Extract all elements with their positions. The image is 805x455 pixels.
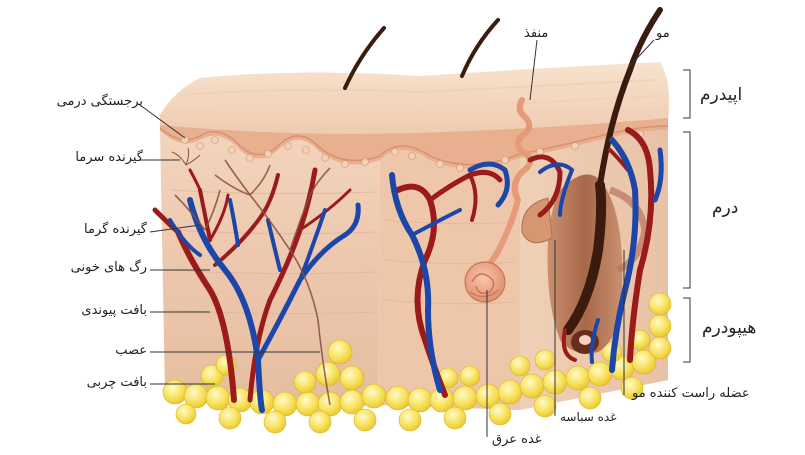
label-nerve: عصب bbox=[115, 343, 147, 359]
hair-shaft-middle bbox=[462, 20, 498, 76]
label-sebaceous-gland: غده سباسه bbox=[560, 410, 617, 424]
label-connective-tissue: بافت پیوندی bbox=[81, 303, 147, 319]
label-fat-tissue: بافت چربی bbox=[87, 375, 147, 391]
label-cold-receptor: گیرنده سرما bbox=[75, 150, 143, 166]
label-heat-receptor: گیرنده گرما bbox=[84, 222, 147, 238]
label-dermis: درم bbox=[712, 198, 738, 218]
label-hypodermis: هیپودرم bbox=[702, 318, 756, 338]
label-blood-vessels: رگ های خونی bbox=[71, 260, 147, 276]
label-epidermis: اپیدرم bbox=[700, 85, 742, 105]
label-arrector-pili: عضله راست کننده مو bbox=[632, 386, 750, 402]
hair-follicle bbox=[548, 174, 623, 353]
label-hair: مو bbox=[656, 26, 670, 42]
epidermis-top-surface bbox=[160, 62, 669, 135]
label-sweat-gland: غده عرق bbox=[492, 432, 542, 448]
label-papilla: برجستگی درمی bbox=[57, 94, 143, 110]
label-pore: منفذ bbox=[524, 26, 548, 42]
